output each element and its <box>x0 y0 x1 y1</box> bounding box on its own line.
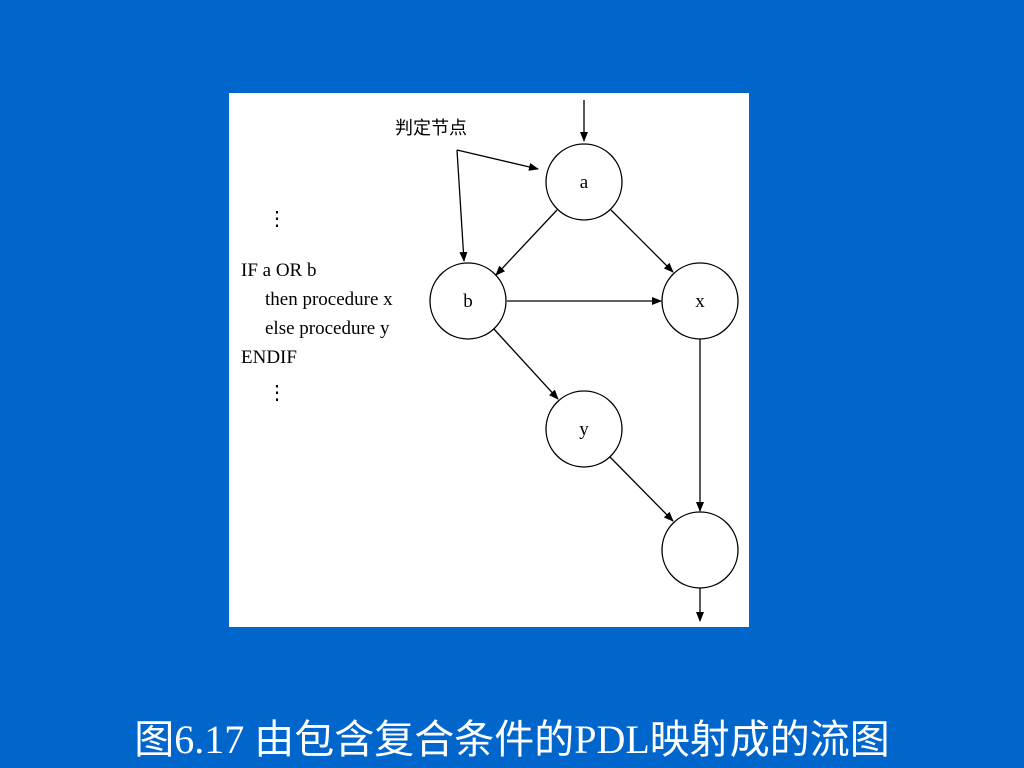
code-line-then: then procedure x <box>265 289 393 310</box>
decision-node-annotation: 判定节点 <box>395 118 467 139</box>
node-x <box>661 262 739 340</box>
node-end <box>661 511 739 589</box>
ellipsis-bottom: ⋮ <box>267 382 287 404</box>
node-b <box>429 262 507 340</box>
node-a-label: a <box>580 172 589 193</box>
node-y-label: y <box>579 419 589 440</box>
node-b-label: b <box>463 291 473 312</box>
node-y <box>545 390 623 468</box>
annotation-arrow-b <box>456 149 468 262</box>
annotation-arrow-a <box>456 149 539 171</box>
node-a <box>545 143 623 221</box>
code-line-else: else procedure y <box>265 318 390 339</box>
code-line-if: IF a OR b <box>241 260 317 281</box>
flow-graph: a b x y 判定节点 <box>395 100 739 622</box>
diagram-panel: a b x y 判定节点 ⋮ IF a OR b then procedure … <box>229 93 749 627</box>
edge-b-y <box>492 327 559 400</box>
code-line-endif: ENDIF <box>241 347 297 368</box>
node-x-label: x <box>695 291 705 312</box>
edge-a-b <box>495 209 558 276</box>
edge-a-x <box>610 209 674 273</box>
ellipsis-top: ⋮ <box>267 208 287 230</box>
figure-caption: 图6.17 由包含复合条件的PDL映射成的流图 <box>134 717 890 762</box>
edge-y-end <box>609 456 674 522</box>
